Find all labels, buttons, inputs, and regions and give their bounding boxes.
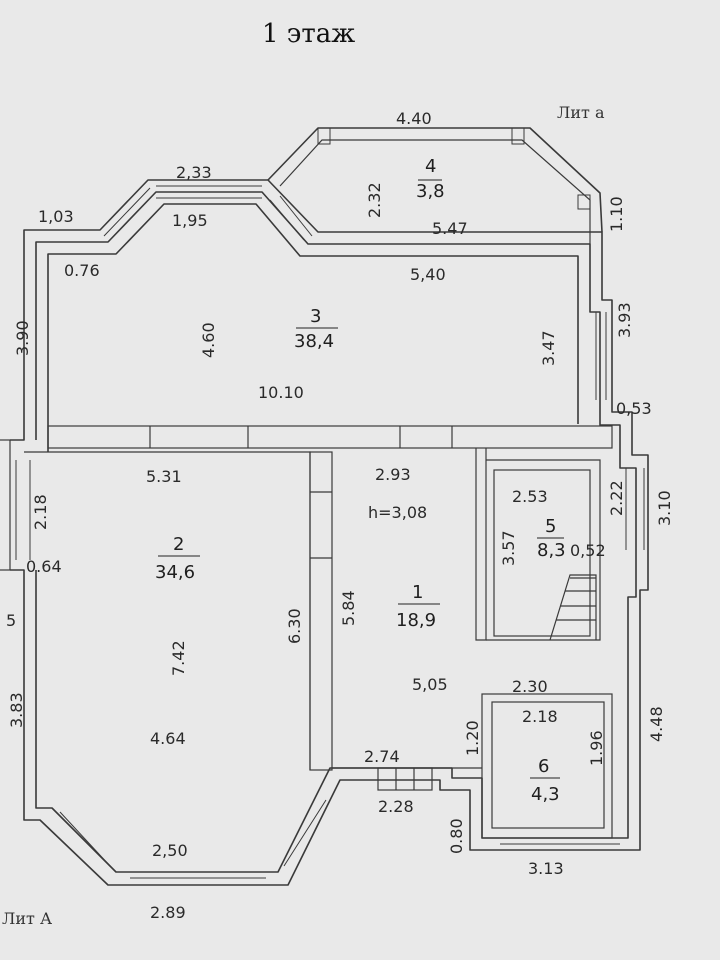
dim-label: 1.10 — [607, 196, 626, 232]
dim-label: 0.76 — [64, 261, 100, 280]
room-1-number: 1 — [412, 582, 423, 603]
lit-label-bottom: Лит А — [2, 909, 52, 928]
dim-label: 1.96 — [587, 730, 606, 766]
dim-label: 5.84 — [339, 590, 358, 626]
room-2-area: 34,6 — [155, 562, 195, 583]
dim-label: 7.42 — [169, 640, 188, 676]
dim-label: 0,52 — [570, 541, 606, 560]
dim-label: 3.83 — [7, 692, 26, 728]
dim-label: 3.57 — [499, 530, 518, 566]
dim-label: 3.13 — [528, 859, 564, 878]
room-4-number: 4 — [425, 156, 436, 177]
room-3-number: 3 — [310, 306, 321, 327]
dim-label: 2.18 — [522, 707, 558, 726]
room-4-area: 3,8 — [416, 181, 445, 202]
dim-label: 2.89 — [150, 903, 186, 922]
dim-label: 5 — [6, 611, 16, 630]
dim-label: 3.47 — [539, 330, 558, 366]
dim-label: 2.74 — [364, 747, 400, 766]
dim-label: 1.20 — [463, 720, 482, 756]
dim-label: 4.40 — [396, 109, 432, 128]
dim-label: 0,53 — [616, 399, 652, 418]
room-3-area: 38,4 — [294, 331, 334, 352]
annex-walls — [267, 127, 603, 244]
interior-walls — [24, 425, 613, 839]
dim-label: 10.10 — [258, 383, 304, 402]
dim-label: 2.32 — [365, 182, 384, 218]
dim-label: 2.28 — [378, 797, 414, 816]
dim-label: 5,05 — [412, 675, 448, 694]
dim-label: 3.90 — [13, 320, 32, 356]
dim-label: 0.80 — [447, 818, 466, 854]
room-5-area: 8,3 — [537, 540, 566, 561]
dim-label: 1,03 — [38, 207, 74, 226]
room-6-area: 4,3 — [531, 784, 560, 805]
dim-label: 1,95 — [172, 211, 208, 230]
windows — [15, 185, 645, 879]
dim-label: 4.60 — [199, 322, 218, 358]
dim-label: 5.31 — [146, 467, 182, 486]
dim-label: 2.93 — [375, 465, 411, 484]
dim-label: 4.64 — [150, 729, 186, 748]
dim-label: 4.48 — [647, 706, 666, 742]
room-5-number: 5 — [545, 516, 556, 537]
dim-label: 2.18 — [31, 494, 50, 530]
dim-label: 3.93 — [615, 302, 634, 338]
dim-label: 2,33 — [176, 163, 212, 182]
dim-label: 3.10 — [655, 490, 674, 526]
dim-label: 2.53 — [512, 487, 548, 506]
dim-label: 5,40 — [410, 265, 446, 284]
ceiling-height: h=3,08 — [368, 503, 427, 522]
dim-label: 2,50 — [152, 841, 188, 860]
page-title: 1 этаж — [262, 19, 355, 49]
room-2-number: 2 — [173, 534, 184, 555]
dim-label: 2.30 — [512, 677, 548, 696]
dim-label: 0.64 — [26, 557, 62, 576]
lit-label-top: Лит а — [557, 103, 605, 122]
outer-walls — [0, 179, 649, 886]
room-6-number: 6 — [538, 756, 549, 777]
dim-label: 5.47 — [432, 219, 468, 238]
dimension-labels: 4.40 2.32 1.10 5.47 2,33 1,95 1,03 0.76 … — [6, 109, 674, 922]
room-labels: 4 3,8 3 38,4 2 34,6 1 18,9 5 8,3 6 4,3 h… — [155, 156, 566, 805]
dim-label: 2.22 — [607, 480, 626, 516]
room-1-area: 18,9 — [396, 610, 436, 631]
dim-label: 6.30 — [285, 608, 304, 644]
